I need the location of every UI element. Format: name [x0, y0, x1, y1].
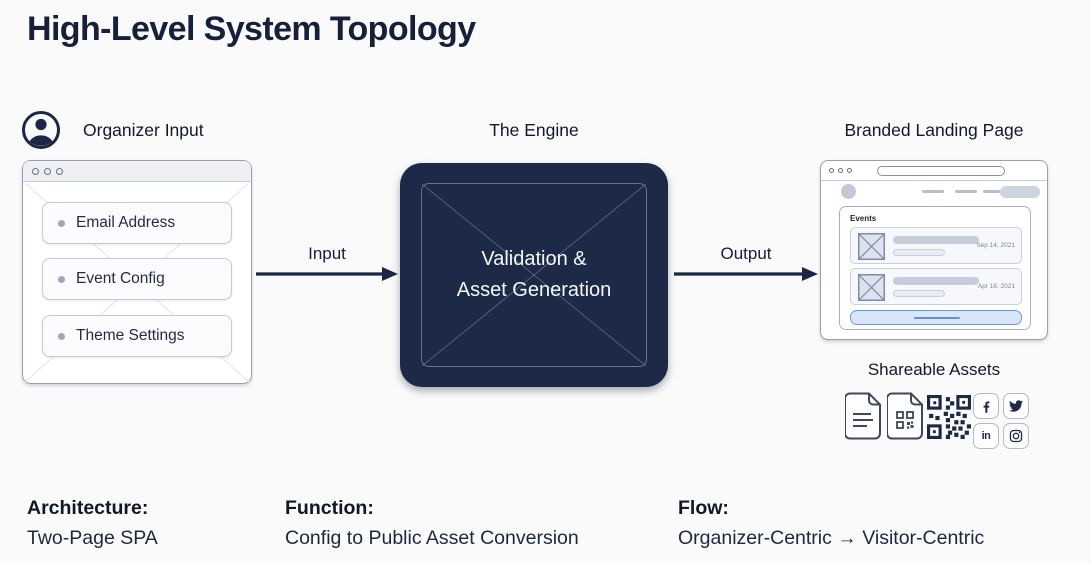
- theme-settings-field[interactable]: Theme Settings: [42, 315, 232, 357]
- user-avatar-icon: [22, 111, 60, 149]
- events-header: Events: [850, 214, 877, 223]
- landing-section-label: Branded Landing Page: [844, 120, 1024, 140]
- architecture-value: Two-Page SPA: [27, 527, 158, 549]
- nav-link-placeholder[interactable]: [955, 190, 977, 193]
- event-list-item[interactable]: Sep 14, 2021: [850, 227, 1022, 264]
- site-logo-placeholder: [841, 184, 856, 199]
- architecture-label: Architecture:: [27, 497, 149, 519]
- traffic-light-icon: [44, 167, 51, 175]
- output-arrow-label: Output: [720, 244, 772, 263]
- right-arrow-icon: [256, 267, 398, 281]
- cta-label-placeholder: [914, 317, 960, 319]
- bullet-icon: [58, 275, 65, 283]
- function-label: Function:: [285, 497, 374, 519]
- wireframe-x-placeholder: [421, 183, 647, 367]
- landing-page-browser-window: Events Sep 14, 2021 Apr: [820, 160, 1048, 340]
- image-placeholder-icon: [858, 274, 885, 301]
- qr-code-icon: [927, 395, 971, 439]
- output-flow: Output: [674, 244, 818, 288]
- bullet-icon: [58, 219, 65, 227]
- nav-cta-placeholder[interactable]: [1000, 186, 1040, 198]
- event-subtitle-placeholder: [893, 249, 945, 256]
- linkedin-glyph: in: [981, 430, 991, 442]
- field-label: Theme Settings: [76, 327, 185, 344]
- engine-title-line2: Asset Generation: [456, 279, 612, 301]
- twitter-icon: [1003, 393, 1029, 419]
- engine-wireframe-frame: [421, 183, 647, 367]
- organizer-section-label: Organizer Input: [83, 120, 204, 140]
- event-list-item[interactable]: Apr 16, 2021: [850, 268, 1022, 305]
- engine-box: Validation & Asset Generation: [400, 163, 668, 387]
- linkedin-icon: in: [973, 423, 999, 449]
- engine-title-line1: Validation &: [481, 248, 587, 270]
- field-label: Event Config: [76, 270, 165, 287]
- flow-note: Flow: Organizer-Centric → Visitor-Centri…: [678, 497, 984, 550]
- email-address-field[interactable]: Email Address: [42, 202, 232, 244]
- browser-titlebar: [821, 161, 1047, 181]
- event-subtitle-placeholder: [893, 290, 945, 297]
- event-title-placeholder: [893, 236, 979, 244]
- engine-title: Validation & Asset Generation: [400, 163, 668, 387]
- address-bar[interactable]: [877, 166, 1005, 176]
- engine-section-label: The Engine: [489, 120, 579, 140]
- image-placeholder-icon: [858, 233, 885, 260]
- event-date: Sep 14, 2021: [976, 242, 1015, 249]
- function-value: Config to Public Asset Conversion: [285, 527, 579, 549]
- primary-cta-button[interactable]: [850, 310, 1022, 325]
- document-icon: [845, 392, 881, 440]
- nav-link-placeholder[interactable]: [922, 190, 944, 193]
- traffic-light-icon: [829, 168, 834, 173]
- event-config-field[interactable]: Event Config: [42, 258, 232, 300]
- shareable-assets-label: Shareable Assets: [867, 360, 1001, 379]
- page-title: High-Level System Topology: [27, 10, 476, 48]
- browser-titlebar: [23, 161, 251, 182]
- bullet-icon: [58, 332, 65, 340]
- event-date: Apr 16, 2021: [977, 283, 1015, 290]
- nav-link-placeholder[interactable]: [983, 190, 1000, 193]
- qr-document-icon: [887, 392, 923, 440]
- flow-label: Flow:: [678, 497, 729, 519]
- right-arrow-icon: [674, 267, 818, 281]
- events-card: Events Sep 14, 2021 Apr: [839, 206, 1031, 330]
- flow-value: Organizer-Centric → Visitor-Centric: [678, 527, 985, 549]
- traffic-light-icon: [56, 167, 63, 175]
- instagram-icon: [1003, 423, 1029, 449]
- facebook-icon: [973, 393, 999, 419]
- organizer-browser-window: Email Address Event Config Theme Setting…: [22, 160, 252, 384]
- traffic-light-icon: [847, 168, 852, 173]
- input-arrow-label: Input: [308, 244, 346, 263]
- traffic-light-icon: [32, 167, 39, 175]
- input-flow: Input: [256, 244, 398, 288]
- event-title-placeholder: [893, 277, 979, 285]
- field-label: Email Address: [76, 214, 176, 231]
- architecture-note: Architecture: Two-Page SPA: [27, 497, 158, 550]
- traffic-light-icon: [838, 168, 843, 173]
- function-note: Function: Config to Public Asset Convers…: [285, 497, 579, 550]
